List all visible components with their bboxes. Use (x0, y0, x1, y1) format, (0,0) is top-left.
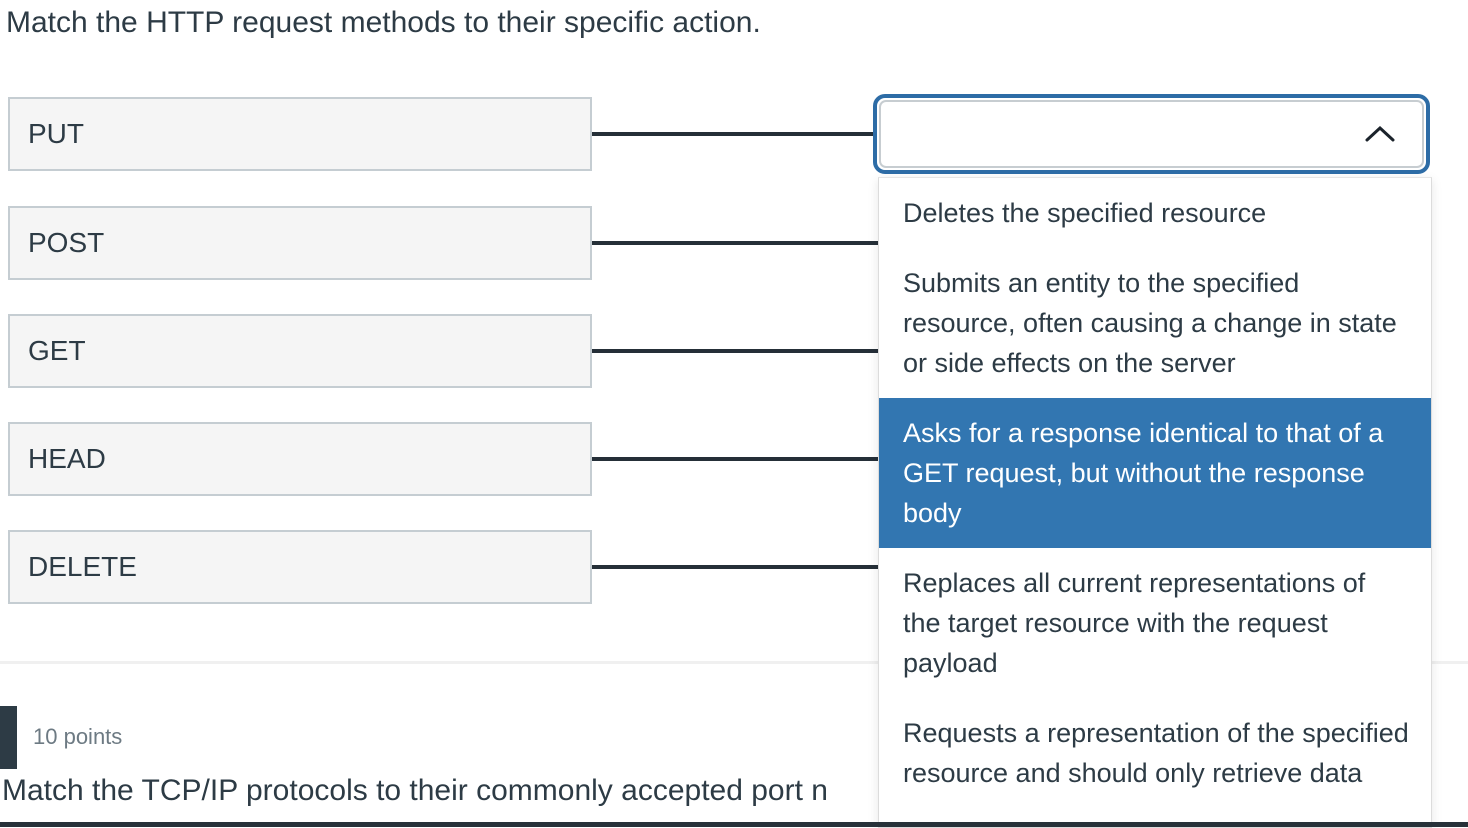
match-term-post: POST (8, 206, 592, 280)
dropdown-option-highlighted[interactable]: Asks for a response identical to that of… (879, 398, 1431, 548)
question-prompt: Match the HTTP request methods to their … (6, 6, 761, 39)
match-term-get: GET (8, 314, 592, 388)
answer-options-menu: Deletes the specified resource Submits a… (878, 177, 1432, 828)
bottom-divider-line (0, 822, 1468, 827)
connector-line (592, 349, 878, 353)
match-term-delete: DELETE (8, 530, 592, 604)
match-term-label: DELETE (28, 551, 137, 582)
question-divider (0, 661, 1468, 664)
answer-select-inner[interactable] (879, 100, 1424, 168)
connector-line (592, 565, 878, 569)
match-term-label: POST (28, 227, 105, 258)
match-term-label: HEAD (28, 443, 106, 474)
connector-line (592, 457, 878, 461)
question-accent-bar (0, 706, 17, 769)
match-term-label: PUT (28, 118, 84, 149)
match-term-put: PUT (8, 97, 592, 171)
dropdown-option[interactable]: Deletes the specified resource (903, 198, 1267, 228)
match-term-head: HEAD (8, 422, 592, 496)
answer-select[interactable] (873, 94, 1430, 174)
points-label: 10 points (33, 724, 123, 749)
chevron-up-icon (1365, 125, 1395, 142)
dropdown-option[interactable]: Replaces all current representations of … (903, 568, 1366, 678)
connector-line (592, 241, 878, 245)
dropdown-option[interactable]: Requests a representation of the specifi… (903, 718, 1409, 788)
connector-line (592, 132, 878, 136)
next-question-prompt: Match the TCP/IP protocols to their comm… (2, 774, 828, 807)
match-term-label: GET (28, 335, 86, 366)
dropdown-option[interactable]: Submits an entity to the specified resou… (903, 268, 1397, 378)
